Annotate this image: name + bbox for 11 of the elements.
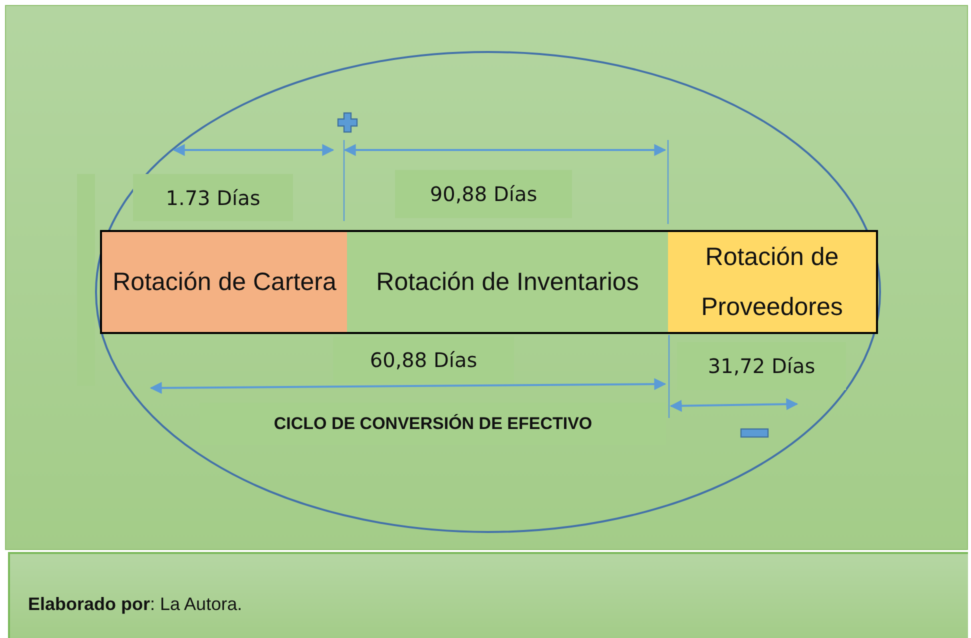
process-box [347, 230, 670, 334]
process-box [668, 230, 878, 334]
footer-note: Elaborado por: La Autora. [28, 592, 244, 616]
dimension-value: 60,88 Días [333, 337, 514, 383]
box-label: Rotación de Cartera [112, 267, 336, 298]
box-label: Rotación de Proveedores [700, 242, 844, 323]
box-label: Rotación de Inventarios [376, 267, 639, 298]
dimension-value: 90,88 Días [395, 170, 572, 218]
process-box [100, 230, 349, 334]
dimension-value: 1.73 Días [133, 174, 293, 221]
dimension-value: 31,72 Días [677, 342, 846, 390]
